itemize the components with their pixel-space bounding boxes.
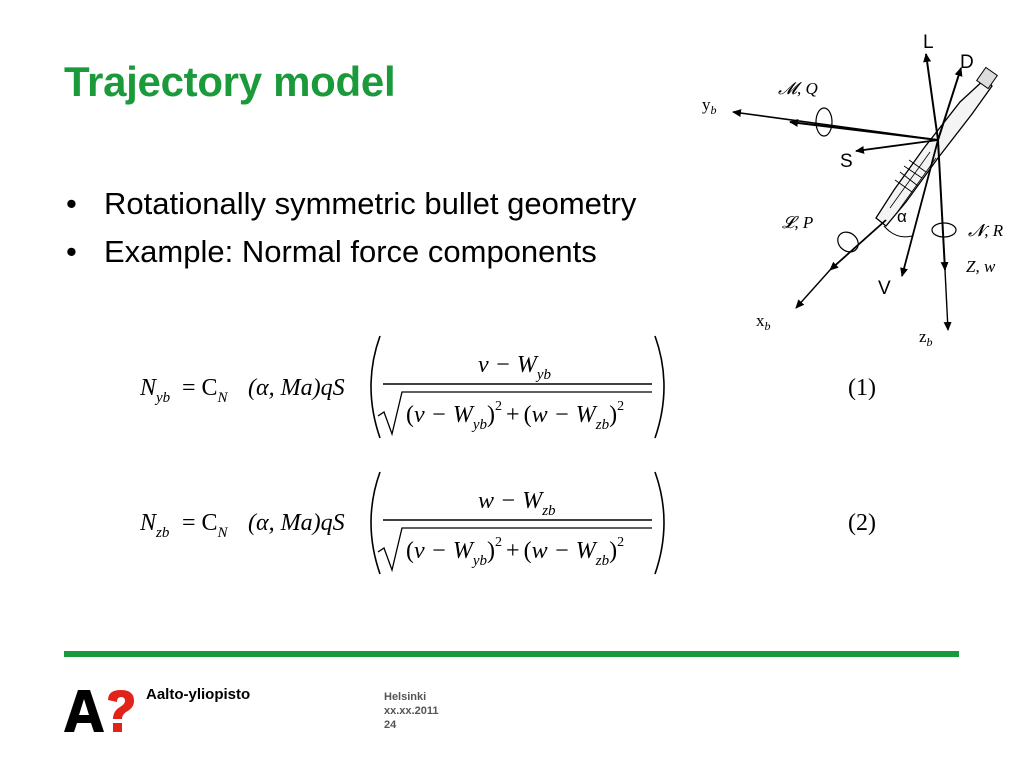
label-v: V — [878, 278, 891, 299]
svg-text:Nzb: Nzb — [139, 510, 170, 541]
bullet-dot: • — [66, 234, 77, 269]
label-d: D — [960, 52, 974, 73]
org-name: Aalto-yliopisto — [146, 686, 251, 703]
eq-coef-sub: N — [217, 525, 229, 541]
bullet-item: • Example: Normal force components — [62, 228, 636, 276]
xb-axis — [795, 269, 831, 309]
label-roll-p: 𝓛, P — [782, 213, 813, 232]
bullet-list: •Rotationally symmetric bullet geometry … — [62, 180, 636, 276]
eq-denominator: (v − Wyb)2+(w − Wzb)2 — [406, 535, 624, 569]
svg-text:= CN: = CN — [182, 510, 229, 541]
eq-lhs-sub: yb — [154, 390, 171, 406]
label-alpha: α — [897, 207, 907, 226]
velocity-vector — [900, 139, 939, 277]
eq-coef: = C — [182, 510, 218, 536]
bullet-text: Example: Normal force components — [104, 234, 597, 269]
eq-denominator: (v − Wyb)2+(w − Wzb)2 — [406, 399, 624, 433]
eq-number: (1) — [848, 375, 876, 401]
eq-coef-sub: N — [217, 390, 229, 406]
aalto-logo — [64, 688, 136, 734]
bullet-force-diagram: L D S V α yb xb zb 𝓜, Q 𝓛, P 𝓝, R Z, w — [690, 30, 1024, 360]
eq-lhs: N — [139, 510, 158, 536]
svg-text:= CN: = CN — [182, 375, 229, 406]
equation-2: Nzb = CN (α, Ma)qS w − Wzb (v − Wyb)2+(w… — [139, 470, 900, 580]
eq-args: (α, Ma)qS — [248, 375, 345, 401]
footer-rule — [64, 651, 959, 657]
eq-coef: = C — [182, 375, 218, 401]
eq-lhs: N — [139, 375, 158, 401]
eq-number: (2) — [848, 510, 876, 536]
label-z-w: Z, w — [966, 257, 996, 276]
footer-city: Helsinki — [384, 691, 427, 703]
label-s: S — [840, 151, 853, 172]
slide-title: Trajectory model — [64, 58, 396, 105]
s-vector — [855, 139, 939, 154]
page-number: 24 — [384, 719, 397, 731]
drag-vector — [937, 67, 963, 141]
label-zb: zb — [919, 327, 933, 349]
label-yb: yb — [702, 95, 717, 117]
label-moment-q: 𝓜, Q — [778, 79, 818, 98]
eq-numerator: v − Wyb — [478, 352, 552, 383]
eq-lhs-sub: zb — [155, 525, 170, 541]
equation-1: Nyb = CN (α, Ma)qS v − Wyb (v − Wyb)2+(w… — [139, 332, 900, 442]
svg-text:Nyb: Nyb — [139, 375, 171, 406]
footer-info: Helsinki xx.xx.2011 24 — [384, 690, 438, 732]
rotation-ring-icon — [837, 231, 859, 253]
bullet-item: • Rotationally symmetric bullet geometry — [62, 180, 636, 228]
bullet-dot: • — [66, 186, 77, 221]
lift-vector — [923, 53, 939, 141]
label-l: L — [923, 32, 934, 53]
rotation-ring-icon — [931, 222, 957, 238]
bullet-text: Rotationally symmetric bullet geometry — [104, 186, 637, 221]
eq-args: (α, Ma)qS — [248, 510, 345, 536]
zb-axis — [943, 269, 952, 331]
eq-numerator: w − Wzb — [478, 488, 556, 519]
label-yaw-r: 𝓝, R — [968, 221, 1004, 240]
label-xb: xb — [756, 311, 771, 333]
rotation-ring-icon — [815, 107, 833, 137]
footer-date: xx.xx.2011 — [384, 705, 439, 717]
